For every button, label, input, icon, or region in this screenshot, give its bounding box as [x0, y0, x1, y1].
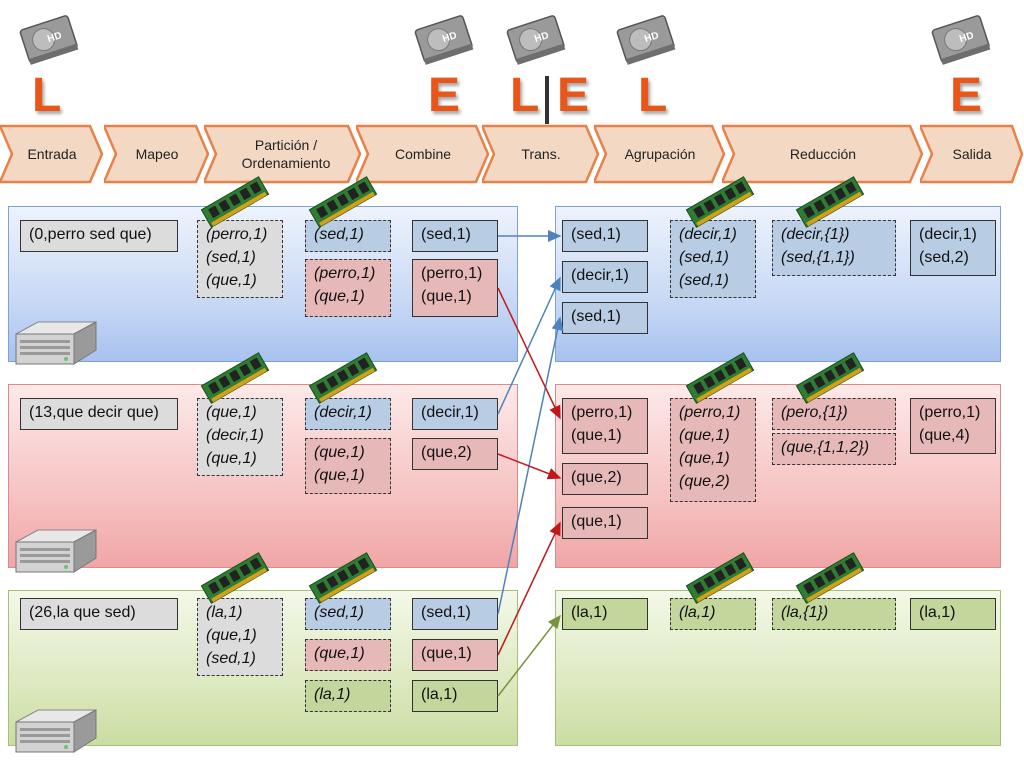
- stage-mapeo: Mapeo: [104, 124, 210, 184]
- shuffle-arrow: [497, 453, 562, 480]
- hard-disk-icon: HD: [506, 15, 566, 65]
- combine-output: (que,2): [412, 438, 498, 470]
- ram-module-icon: [795, 176, 865, 228]
- partition-output: (que,1): [305, 639, 391, 671]
- read-marker: L: [32, 69, 62, 122]
- input-record: (0,perro sed que): [20, 220, 178, 252]
- shuffle-arrow: [497, 614, 561, 697]
- stage-label: Entrada: [27, 146, 77, 162]
- write-marker: E: [428, 69, 461, 122]
- input-record: (13,que decir que): [20, 398, 178, 430]
- stage-salida: Salida: [920, 124, 1024, 184]
- reduce-input: (que,{1,1,2}): [772, 433, 896, 465]
- final-output: (la,1): [910, 598, 996, 630]
- ram-module-icon: [308, 552, 378, 604]
- ram-module-icon: [795, 352, 865, 404]
- stage-particion: Partición / Ordenamiento: [204, 124, 362, 184]
- input-record: (26,la que sed): [20, 598, 178, 630]
- partition-output: (la,1): [305, 680, 391, 712]
- stage-label: Mapeo: [135, 146, 179, 162]
- stage-label: Partición / Ordenamiento: [241, 137, 331, 171]
- received-pair: (sed,1): [562, 302, 648, 334]
- map-output: (perro,1)(sed,1)(que,1): [197, 220, 283, 298]
- ram-module-icon: [685, 552, 755, 604]
- read-marker: L: [510, 69, 540, 122]
- reduce-input: (pero,{1}): [772, 398, 896, 430]
- received-pair: (decir,1): [562, 261, 648, 293]
- final-output: (decir,1)(sed,2): [910, 220, 996, 276]
- server-icon: [15, 709, 97, 753]
- received-pair: (que,1): [562, 507, 648, 539]
- stage-label: Combine: [394, 146, 452, 162]
- shuffle-arrow: [497, 287, 561, 420]
- partition-output: (perro,1)(que,1): [305, 259, 391, 317]
- hard-disk-icon: HD: [19, 15, 79, 65]
- received-pair: (la,1): [562, 598, 648, 630]
- combine-output: (que,1): [412, 639, 498, 671]
- stage-label: Agrupación: [624, 146, 696, 162]
- write-marker: E: [557, 69, 590, 122]
- server-icon: [15, 321, 97, 365]
- reduce-input: (la,{1}): [772, 598, 896, 630]
- final-output: (perro,1)(que,4): [910, 398, 996, 454]
- stage-label: Trans.: [521, 146, 561, 162]
- group-output: (decir,1)(sed,1)(sed,1): [670, 220, 756, 298]
- stage-label: Reducción: [789, 146, 857, 162]
- svg-text:HD: HD: [46, 30, 63, 45]
- ram-module-icon: [795, 552, 865, 604]
- hard-disk-icon: HD: [931, 15, 991, 65]
- ram-module-icon: [200, 176, 270, 228]
- stage-reduccion: Reducción: [722, 124, 924, 184]
- svg-text:HD: HD: [441, 30, 458, 45]
- received-pair: (perro,1)(que,1): [562, 398, 648, 454]
- received-pair: (que,2): [562, 463, 648, 495]
- map-output: (la,1)(que,1)(sed,1): [197, 598, 283, 676]
- hard-disk-icon: HD: [616, 15, 676, 65]
- combine-output: (decir,1): [412, 398, 498, 430]
- shuffle-arrow: [497, 276, 561, 415]
- shuffle-arrow: [497, 521, 561, 656]
- stage-trans: Trans.: [482, 124, 600, 184]
- write-marker: E: [950, 69, 983, 122]
- group-output: (la,1): [670, 598, 756, 630]
- ram-module-icon: [200, 352, 270, 404]
- map-output: (que,1)(decir,1)(que,1): [197, 398, 283, 476]
- partition-output: (que,1)(que,1): [305, 438, 391, 494]
- stage-label: Salida: [952, 146, 992, 162]
- hard-disk-icon: HD: [414, 15, 474, 65]
- stage-agrupacion: Agrupación: [594, 124, 726, 184]
- reduce-input: (decir,{1})(sed,{1,1}): [772, 220, 896, 276]
- ram-module-icon: [308, 176, 378, 228]
- combine-output: (sed,1): [412, 598, 498, 630]
- stage-combine: Combine: [356, 124, 490, 184]
- svg-text:HD: HD: [958, 30, 975, 45]
- read-write-separator: [545, 76, 549, 124]
- read-marker: L: [638, 69, 668, 122]
- ram-module-icon: [685, 352, 755, 404]
- ram-module-icon: [308, 352, 378, 404]
- received-pair: (sed,1): [562, 220, 648, 252]
- ram-module-icon: [685, 176, 755, 228]
- svg-text:HD: HD: [533, 30, 550, 45]
- combine-output: (perro,1)(que,1): [412, 259, 498, 317]
- group-output: (perro,1)(que,1)(que,1)(que,2): [670, 398, 756, 502]
- combine-output: (la,1): [412, 680, 498, 712]
- svg-text:HD: HD: [643, 30, 660, 45]
- ram-module-icon: [200, 552, 270, 604]
- server-icon: [15, 529, 97, 573]
- combine-output: (sed,1): [412, 220, 498, 252]
- stage-entrada: Entrada: [0, 124, 104, 184]
